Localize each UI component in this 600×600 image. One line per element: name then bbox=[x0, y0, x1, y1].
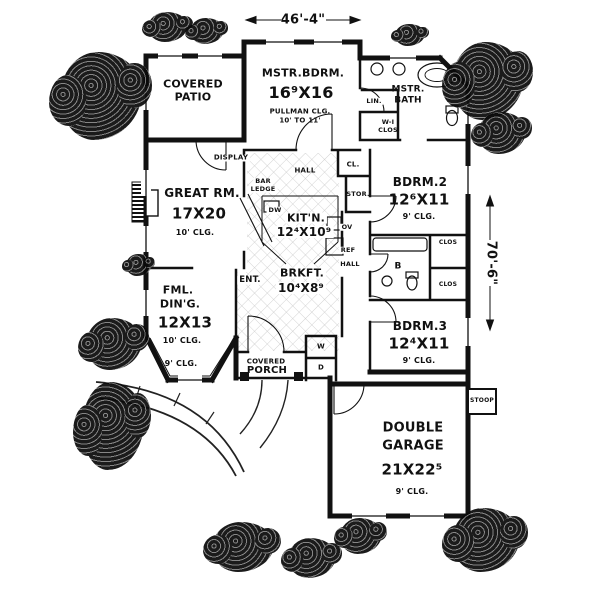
room-bedroom2-ceiling: 9' CLG. bbox=[402, 212, 436, 221]
room-garage: DOUBLE bbox=[382, 420, 444, 436]
room-kitchen-size: 12⁴X10⁹ bbox=[274, 225, 334, 239]
room-great-room-size: 17X20 bbox=[171, 204, 227, 223]
refrigerator-label: REF bbox=[338, 245, 358, 254]
room-garage-ceiling: 9' CLG. bbox=[395, 487, 429, 496]
closet-label: CL. bbox=[346, 160, 360, 169]
storage-label: STOR. bbox=[346, 189, 370, 198]
room-bedroom3: BDRM.3 bbox=[392, 319, 448, 333]
bar-ledge-label: LEDGE bbox=[248, 184, 278, 193]
room-covered-patio: PATIO bbox=[174, 90, 212, 104]
room-garage-size: 21X22⁵ bbox=[381, 460, 443, 479]
washer-label: W bbox=[317, 342, 325, 351]
bar-ledge-label: BAR bbox=[253, 176, 273, 185]
room-garage: GARAGE bbox=[382, 438, 444, 454]
dining-bay-ceiling: 9' CLG. bbox=[164, 359, 198, 368]
room-kitchen: KIT'N. bbox=[284, 211, 328, 225]
hall-lower-label: HALL bbox=[340, 259, 360, 268]
room-master-bath: MSTR. bbox=[391, 84, 425, 95]
tree-foliage bbox=[48, 52, 152, 140]
room-master-bedroom-ceiling: PULLMAN CLG. bbox=[269, 107, 331, 116]
room-master-bedroom-size: 16⁹X16 bbox=[268, 83, 334, 102]
oven-label: OV bbox=[339, 222, 355, 231]
room-breakfast: BRKFT. bbox=[277, 266, 327, 280]
room-bedroom3-ceiling: 9' CLG. bbox=[402, 356, 436, 365]
room-great-room: GREAT RM. bbox=[164, 186, 240, 200]
room-formal-dining-size: 12X13 bbox=[157, 313, 213, 332]
porch-edge bbox=[236, 372, 330, 381]
tree-foliage bbox=[334, 518, 388, 554]
dimension-height: 70'-6" bbox=[483, 240, 499, 286]
room-great-room-ceiling: 10' CLG. bbox=[175, 228, 215, 237]
bath2-label: B bbox=[394, 261, 402, 272]
tree-foliage bbox=[185, 18, 229, 44]
tree-foliage bbox=[390, 24, 429, 46]
room-formal-dining: DIN'G. bbox=[159, 297, 201, 311]
room-bedroom3-size: 12⁴X11 bbox=[388, 334, 450, 353]
dimension-lines bbox=[244, 15, 495, 332]
room-covered-porch: COVERED bbox=[246, 357, 286, 366]
room-bedroom2-size: 12⁶X11 bbox=[388, 190, 450, 209]
dimension-width: 46'-4" bbox=[280, 12, 326, 28]
room-formal-dining: FML. bbox=[162, 283, 194, 297]
linen-closet-label: LIN. bbox=[364, 96, 384, 105]
room-master-bath: BATH bbox=[394, 95, 422, 106]
room-covered-patio: COVERED bbox=[163, 77, 223, 91]
hall-upper-label: HALL bbox=[294, 166, 316, 175]
room-formal-dining-ceiling: 10' CLG. bbox=[162, 336, 202, 345]
room-master-bedroom-ceiling: 10' TO 11' bbox=[279, 116, 321, 125]
stoop-outline bbox=[467, 388, 497, 415]
dryer-label: D bbox=[317, 363, 325, 372]
fixtures bbox=[239, 62, 459, 291]
tree-foliage bbox=[122, 254, 156, 276]
room-covered-porch: PORCH bbox=[246, 365, 288, 376]
dishwasher-label: DW bbox=[266, 205, 284, 214]
walk-in-closet-label: CLOS bbox=[378, 125, 398, 134]
closet-a-label: CLOS bbox=[438, 239, 458, 246]
display-label: DISPLAY bbox=[211, 153, 251, 162]
doors bbox=[195, 87, 397, 415]
room-breakfast-size: 10⁴X8⁹ bbox=[275, 281, 327, 295]
closet-b-label: CLOS bbox=[438, 281, 458, 288]
walk-in-closet-label: W-I bbox=[381, 117, 395, 126]
room-master-bedroom: MSTR.BDRM. bbox=[261, 66, 345, 80]
room-bedroom2: BDRM.2 bbox=[392, 175, 448, 189]
stoop-label: STOOP bbox=[469, 397, 495, 404]
room-entry: ENT. bbox=[237, 274, 263, 285]
